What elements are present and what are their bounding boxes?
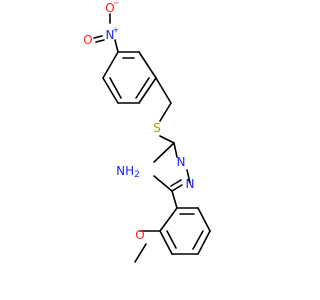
bond-ring1-b bbox=[138, 51, 157, 79]
bond-ring2-e bbox=[159, 230, 173, 255]
bond-ring1-double-3 bbox=[109, 77, 122, 99]
bond-ch2-s bbox=[159, 102, 172, 122]
atom-n-triazole-2: N bbox=[177, 155, 186, 169]
bond-tri-c5-n4 bbox=[153, 142, 175, 163]
atom-s-thioether: S bbox=[153, 121, 161, 135]
atom-n-nitro: N bbox=[106, 28, 115, 42]
bond-tri-n2-c3-double bbox=[170, 179, 182, 187]
atom-o-methoxy: O bbox=[135, 228, 144, 242]
atom-o-nitro-top: O bbox=[105, 1, 114, 15]
bond-n-o-left bbox=[93, 35, 103, 39]
bond-ring2-b bbox=[197, 207, 211, 232]
atom-labels: O − N + O S N N NH2 O bbox=[83, 0, 194, 242]
atom-o-nitro-left: O bbox=[83, 33, 92, 47]
bond-ring1-f bbox=[102, 51, 119, 79]
bond-ring2-double-3 bbox=[166, 230, 177, 249]
bond-s-triazole bbox=[159, 135, 175, 144]
bond-ring1-c bbox=[138, 77, 157, 104]
bond-tri-n1-n2 bbox=[186, 169, 191, 184]
charge-n-nitro: + bbox=[113, 26, 120, 35]
bond-n-o-left-double bbox=[95, 39, 105, 43]
bond-ring2-f bbox=[159, 207, 178, 232]
bond-ring1-double-2 bbox=[135, 77, 150, 99]
atom-nh2: NH2 bbox=[116, 164, 140, 180]
bond-tri-c5-n1 bbox=[173, 142, 178, 158]
molecule-structure: O − N + O S N N NH2 O bbox=[83, 0, 211, 263]
bond-ring1-e bbox=[102, 77, 119, 104]
bond-tri-n2-c3 bbox=[171, 184, 183, 192]
bond-c3-ring2 bbox=[171, 190, 178, 209]
bond-ring2-double-2 bbox=[192, 230, 204, 250]
bonds bbox=[93, 13, 211, 263]
bond-o-ch3 bbox=[134, 243, 147, 263]
bond-n-ring bbox=[114, 39, 119, 53]
bond-ring2-c bbox=[197, 230, 211, 255]
atom-n-triazole-3: N bbox=[186, 177, 195, 191]
bond-tri-c3-n4 bbox=[153, 175, 173, 192]
bond-ring-ch2 bbox=[155, 77, 172, 104]
charge-o-nitro-top: − bbox=[113, 0, 120, 8]
